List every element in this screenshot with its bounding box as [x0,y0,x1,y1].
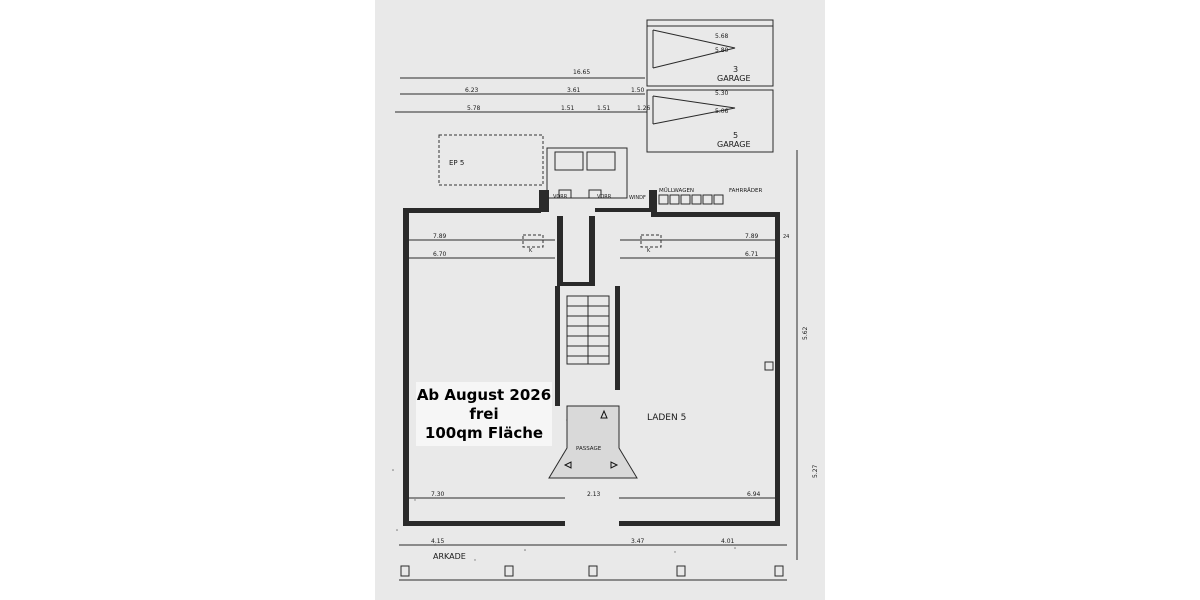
vorr-left-label: VORR [553,194,568,200]
notice-line-2: frei [469,404,499,423]
garage-3-label: GARAGE [717,74,751,83]
dim-bottom-left: 7.30 [431,491,445,498]
passage-label: PASSAGE [576,446,602,452]
dim-mid-left: 6.70 [433,251,447,258]
dim-top-right: 1.50 [631,87,645,94]
garage-3-dim1: 5.68 [715,33,729,40]
dim-row2-a: 5.78 [467,105,481,112]
dim-top-mid: 3.61 [567,87,581,94]
dim-bottom-mid: 2.13 [587,491,601,498]
fahrraeder-label: FAHRRÄDER [729,187,762,194]
laden-label: LADEN 5 [647,413,686,423]
floor-plan-sheet: 5.68 5.80 3 GARAGE 5.30 5.06 5 GARAGE 16… [375,0,825,600]
ep-label: EP 5 [449,159,464,167]
garage-5-label: GARAGE [717,140,751,149]
garage-3-number: 3 [733,65,738,74]
dim-row2-c: 1.51 [597,105,611,112]
dim-mid-right: 6.71 [745,251,759,258]
muellwagen-label: MÜLLWAGEN [659,187,694,194]
garage-5: 5.30 5.06 5 GARAGE [646,89,774,153]
floor-plan-drawing: 5.68 5.80 3 GARAGE 5.30 5.06 5 GARAGE 16… [392,19,819,581]
garage-3: 5.68 5.80 3 GARAGE [646,19,774,87]
k-left-label: K [529,248,533,254]
dim-side-right2: 5.27 [812,464,819,478]
dim-bottom-right: 6.94 [747,491,761,498]
notice-line-3: 100qm Fläche [424,423,544,442]
vorr-right-label: VORR [597,194,612,200]
dim-arkade-b: 3.47 [631,538,645,545]
dim-top-left: 6.23 [465,87,479,94]
garage-5-dim2: 5.06 [715,108,729,115]
garage-5-dim1: 5.30 [715,90,729,97]
dim-wall-24: 24 [783,234,789,240]
availability-notice: Ab August 2026 frei 100qm Fläche [416,382,552,446]
staircase [566,295,610,365]
dim-overall: 16.65 [573,69,590,76]
dim-row2-d: 1.26 [637,105,651,112]
meter-box [764,361,774,371]
garage-3-dim2: 5.80 [715,47,729,54]
windf-label: WINDF [629,195,646,201]
notice-line-1: Ab August 2026 [416,385,552,404]
garage-5-number: 5 [733,131,738,140]
arkade-label: ARKADE [433,552,466,561]
dim-upper-left: 7.89 [433,233,447,240]
k-right-label: K [647,248,651,254]
storage-area: MÜLLWAGEN FAHRRÄDER [658,187,762,205]
dim-side-right: 5.62 [802,326,809,340]
dim-arkade-a: 4.15 [431,538,445,545]
interior-dimensions: 7.89 7.89 6.70 6.71 K K 24 7.30 2.13 6.9… [409,233,819,499]
dim-row2-b: 1.51 [561,105,575,112]
passage: PASSAGE [548,405,638,479]
dim-upper-right: 7.89 [745,233,759,240]
arkade: 4.15 3.47 4.01 ARKADE [399,538,787,581]
ep-parking: EP 5 [438,134,544,186]
entry-block: VORR VORR WINDF [546,147,646,201]
dim-arkade-c: 4.01 [721,538,735,545]
dimension-chains-top: 16.65 6.23 3.61 1.50 5.78 1.51 1.51 1.26 [395,69,651,113]
outer-walls [403,190,780,526]
